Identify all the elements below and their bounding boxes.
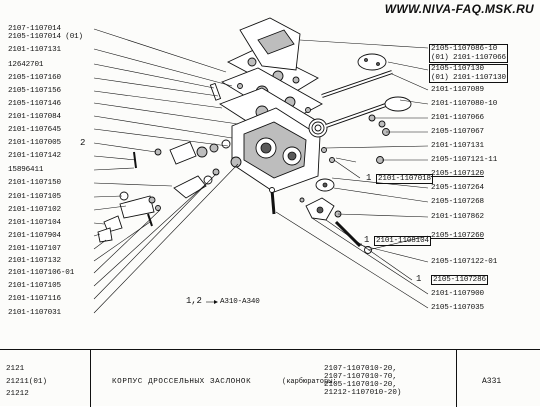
- part-label: 2101-1108104: [374, 236, 431, 246]
- part-label: 2101-1107080-10: [431, 100, 498, 108]
- part-label: 2105-1107264: [431, 184, 484, 192]
- part-label: 2105-1107156: [8, 87, 61, 95]
- watermark: WWW.NIVA-FAQ.MSK.RU: [384, 2, 534, 16]
- part-label: 2105-1107122-01: [431, 258, 498, 266]
- drawing-subtitle: (карбюраторы:: [282, 378, 337, 386]
- part-label-box: 2101-1107018: [376, 174, 433, 184]
- throttle-body: [231, 107, 321, 193]
- part-label: 2101-1107018: [376, 174, 433, 184]
- part-ref-number: 2: [80, 138, 86, 148]
- part-label-line: 2105-1107086-10: [431, 45, 498, 53]
- part-label: 2101-1107131: [8, 46, 61, 54]
- carburetor-code: 2107-1107010-20,: [324, 365, 397, 373]
- part-label: 2101-1107132: [8, 257, 61, 265]
- part-label: 2101-1107904: [8, 232, 61, 240]
- part-label: 2101-1107107: [8, 245, 61, 253]
- left-leader-lines: [93, 28, 239, 314]
- carburetor-code: 2105-1107010-20,: [324, 381, 397, 389]
- upper-gasket: [226, 47, 319, 96]
- part-label: 2101-1107645: [8, 126, 61, 134]
- part-label: 2101-1107104: [8, 219, 61, 227]
- part-label-box: 2105-1107086-10 (01) 2101-1107066: [429, 44, 508, 63]
- part-label: 2101-1107116: [8, 295, 61, 303]
- drawing-title: КОРПУС ДРОССЕЛЬНЫХ ЗАСЛОНОК: [112, 378, 252, 386]
- models-cell: 2121 21211(01) 21212: [0, 350, 91, 407]
- part-label: 2101-1107005: [8, 139, 61, 147]
- part-label: 2105-1107086-10 (01) 2101-1107066: [429, 44, 508, 63]
- throttle-lever-assembly: [97, 82, 242, 243]
- part-ref-number: 1: [416, 274, 422, 284]
- title-cell: КОРПУС ДРОССЕЛЬНЫХ ЗАСЛОНОК (карбюраторы…: [90, 350, 457, 407]
- model-code: 21211(01): [6, 378, 48, 386]
- part-label: 2101-1107089: [431, 86, 484, 94]
- page-code: А331: [482, 377, 502, 386]
- vacuum-fitting: [315, 178, 335, 192]
- part-label: 2101-1107900: [431, 290, 484, 298]
- secondary-axle: [321, 70, 393, 98]
- part-label-box: 2105-1107286: [431, 275, 488, 285]
- part-label: 2101-1107862: [431, 213, 484, 221]
- part-label-line: 2105-1107130: [431, 65, 484, 73]
- part-label: 2105-1107146: [8, 100, 61, 108]
- model-code: 2121: [6, 365, 25, 373]
- part-label: 2101-1107084: [8, 113, 61, 121]
- part-label: 2101-1107142: [8, 152, 61, 160]
- carburetor-code: 2107-1107010-70,: [324, 373, 397, 381]
- part-label: 2101-1107031: [8, 309, 61, 317]
- part-label: 2105-1107160: [8, 74, 61, 82]
- part-label-line: (01) 2101-1107130: [431, 73, 506, 82]
- exploded-view-drawing: [93, 17, 429, 314]
- part-label: 2105-1107121-11: [431, 156, 498, 164]
- note-text: A310-A340: [220, 298, 260, 306]
- part-label: 2105-1107260: [431, 232, 484, 240]
- part-label: 2105-1107014 (01): [8, 33, 83, 41]
- part-label: 2105-1107286: [431, 275, 488, 285]
- part-label: 2101-1107131: [431, 142, 484, 150]
- part-label: 2101-1107066: [431, 114, 484, 122]
- part-label: 2101-1107102: [8, 206, 61, 214]
- part-label: 2101-1107106-01: [8, 269, 75, 277]
- upper-housing-flange: [239, 17, 301, 71]
- part-ref-number: 1: [364, 235, 370, 245]
- part-label: 2105-1107130 (01) 2101-1107130: [429, 64, 508, 83]
- part-label-line: (01) 2101-1107066: [431, 53, 506, 62]
- part-label: 12642701: [8, 61, 44, 69]
- part-ref-number: 1: [366, 173, 372, 183]
- title-block: 2121 21211(01) 21212 КОРПУС ДРОССЕЛЬНЫХ …: [0, 349, 540, 407]
- part-label: 2105-1107067: [431, 128, 484, 136]
- part-label: 15896411: [8, 166, 44, 174]
- model-code: 21212: [6, 390, 29, 398]
- right-leader-lines: [275, 39, 429, 309]
- carburetor-code: 21212-1107010-20): [324, 389, 402, 397]
- note-ref-numbers: 1,2: [186, 296, 202, 306]
- part-label-box: 2105-1107130 (01) 2101-1107130: [429, 64, 508, 83]
- part-label-box: 2101-1108104: [374, 236, 431, 246]
- part-label: 2105-1107268: [431, 198, 484, 206]
- part-label: 2101-1107150: [8, 179, 61, 187]
- code-cell: А331: [456, 350, 539, 407]
- part-label: 2101-1107105: [8, 193, 61, 201]
- part-label: 2105-1107035: [431, 304, 484, 312]
- part-label: 2107-1107014: [8, 25, 61, 33]
- part-label: 2105-1107120: [431, 170, 484, 178]
- part-label: 2101-1107105: [8, 282, 61, 290]
- throttle-disc-lower: [384, 96, 412, 112]
- stud-bolt: [269, 187, 276, 215]
- throttle-disc-upper: [357, 53, 387, 71]
- throttle-spring: [308, 118, 328, 138]
- idle-cover: [299, 197, 342, 221]
